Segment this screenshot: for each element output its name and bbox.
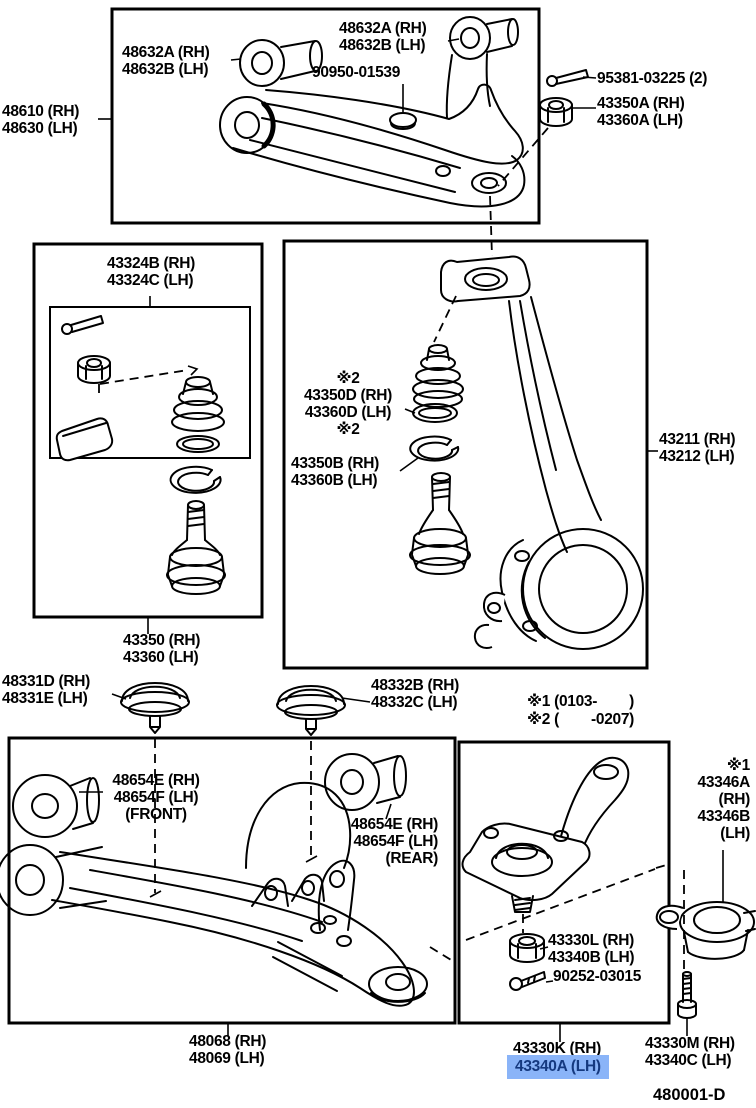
note-applicability-2: ※2 ( -0207) bbox=[527, 711, 635, 728]
label-lower-cotter-pin[interactable]: 90252-03015 bbox=[553, 968, 642, 985]
label-upper-balljoint[interactable]: 43350 (RH) 43360 (LH) bbox=[123, 632, 201, 666]
lower-arm-box bbox=[7, 736, 457, 1025]
label-lower-bushing-rear[interactable]: 48654E (RH) 48654F (LH) (REAR) bbox=[350, 816, 438, 867]
lower-balljoint-box bbox=[457, 740, 671, 1025]
knuckle-balljoint-hardware-drawing bbox=[409, 344, 471, 575]
label-dust-cover-kit[interactable]: 43324B (RH) 43324C (LH) bbox=[107, 255, 196, 289]
label-upper-arm[interactable]: 48610 (RH) 48630 (LH) bbox=[2, 103, 80, 137]
upper-control-arm-drawing bbox=[219, 16, 526, 208]
label-cam-bolt[interactable]: 43330M (RH) 43340C (LH) bbox=[645, 1035, 735, 1069]
lower-control-arm-drawing bbox=[0, 753, 428, 1007]
cam-bolt-part bbox=[677, 971, 697, 1019]
label-plug[interactable]: 90950-01539 bbox=[312, 64, 401, 81]
label-bump-stop-rear[interactable]: 48332B (RH) 48332C (LH) bbox=[371, 677, 460, 711]
bump-stop-rear-part bbox=[276, 685, 346, 736]
figure-code: 480001-D bbox=[653, 1086, 726, 1104]
label-upper-dust-cover[interactable]: ※2 43350D (RH) 43360D (LH) ※2 bbox=[303, 370, 392, 438]
label-lower-arm[interactable]: 48068 (RH) 48069 (LH) bbox=[189, 1033, 267, 1067]
camber-cam-part bbox=[655, 901, 756, 960]
label-lower-balljoint-rh[interactable]: 43330K (RH) bbox=[513, 1040, 602, 1057]
label-upper-cotter-pin[interactable]: 95381-03225 (2) bbox=[597, 70, 708, 87]
plug-part bbox=[389, 112, 417, 130]
label-upper-balljoint-nut[interactable]: 43350A (RH) 43360A (LH) bbox=[597, 95, 685, 129]
lower-balljoint-drawing bbox=[461, 756, 630, 991]
dust-cover-kit-box bbox=[32, 242, 264, 619]
label-lower-bushing-front[interactable]: 48654E (RH) 48654F (LH) (FRONT) bbox=[112, 772, 200, 823]
label-bump-stop-front[interactable]: 48331D (RH) 48331E (LH) bbox=[2, 673, 91, 707]
label-upper-bushing-front[interactable]: 48632A (RH) 48632B (LH) bbox=[122, 44, 210, 78]
label-lower-balljoint-lh-selected[interactable]: 43340A (LH) bbox=[507, 1055, 609, 1079]
assembly-dashed-lines bbox=[98, 127, 685, 974]
upper-castle-nut-part bbox=[539, 97, 573, 127]
kit-contents-drawing bbox=[55, 315, 225, 462]
label-leader-lines bbox=[79, 38, 724, 1042]
note-applicability-1: ※1 (0103- ) bbox=[527, 693, 635, 710]
knuckle-box bbox=[282, 239, 649, 670]
label-knuckle[interactable]: 43211 (RH) 43212 (LH) bbox=[659, 431, 736, 465]
label-upper-snap-ring[interactable]: 43350B (RH) 43360B (LH) bbox=[291, 455, 380, 489]
label-upper-bushing-rear[interactable]: 48632A (RH) 48632B (LH) bbox=[339, 20, 427, 54]
upper-balljoint-drawing bbox=[166, 465, 226, 595]
upper-cotter-pin-part bbox=[546, 69, 589, 87]
label-lower-balljoint-nut[interactable]: 43330L (RH) 43340B (LH) bbox=[548, 932, 635, 966]
knuckle-drawing bbox=[440, 255, 644, 650]
bump-stop-front-part bbox=[120, 682, 190, 734]
label-camber-adjust-cam[interactable]: ※1 43346A (RH) 43346B (LH) bbox=[697, 757, 751, 842]
